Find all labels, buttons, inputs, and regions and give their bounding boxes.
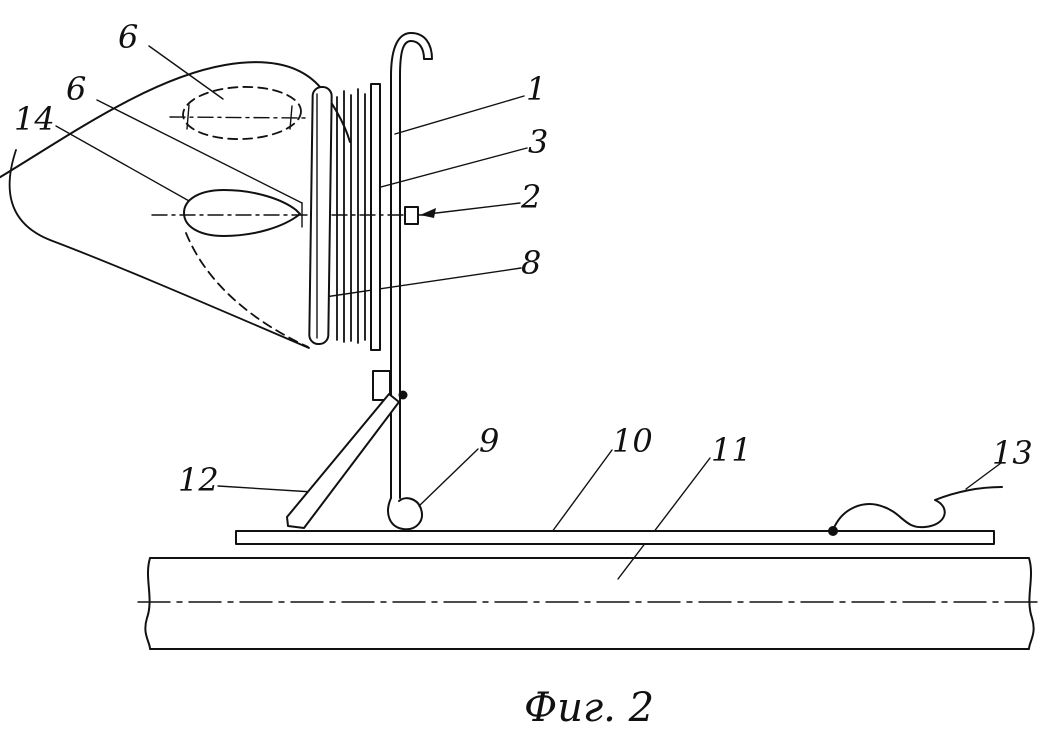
pipe-outline [144,557,1035,650]
leader-11 [617,457,711,580]
leader-2 [427,202,521,215]
clamp-bolt [398,390,408,400]
leader-3 [380,147,528,188]
part-label-2: 2 [520,178,541,216]
guide-bar [370,83,381,351]
leader-6-upper [148,45,224,100]
part-label-6-upper: 6 [118,18,138,56]
leader-12 [217,485,314,493]
rod-clamp [372,370,391,401]
bobbin-phantom-outline [182,86,302,140]
fastener-block [404,206,419,225]
part-label-8: 8 [521,244,541,282]
mounting-plate [235,530,995,545]
part-label-13: 13 [992,434,1033,472]
disc-flange [308,86,333,346]
part-label-14: 14 [14,100,55,138]
leader-14 [55,125,199,207]
part-label-6-lower: 6 [66,70,86,108]
bobbin-phantom-centerline [169,116,307,119]
figure-caption: Фиг. 2 [524,685,654,731]
bobbin-phantom-ticks [186,104,293,130]
part-label-10: 10 [612,422,653,460]
bobbin-body [183,189,301,237]
thread-balloon-curve-left [8,149,310,349]
leader-1 [394,95,525,135]
leader-8 [324,267,522,298]
part-label-1: 1 [526,70,546,108]
support-strut [286,393,400,529]
leader-6-lower [96,99,303,204]
wire-squiggle [832,486,1003,531]
part-label-12: 12 [178,461,219,499]
leader-9 [418,448,479,507]
leader-2-arrowhead [420,208,436,218]
thread-balloon-curve-top [0,61,351,179]
figure-2-drawing: 6 6 14 1 3 2 8 12 9 10 11 13 Фиг. 2 [0,18,1041,731]
leader-10 [548,449,613,537]
part-label-3: 3 [528,123,548,161]
thread-balloon-curve-dashed [185,232,309,348]
part-label-11: 11 [711,431,752,469]
hook-rod [390,32,433,499]
rod-bottom-loop [387,497,423,531]
leader-13 [965,462,1002,490]
thread-package-lines [336,88,366,344]
wire-anchor-dot [828,526,838,536]
part-label-9: 9 [479,422,499,460]
